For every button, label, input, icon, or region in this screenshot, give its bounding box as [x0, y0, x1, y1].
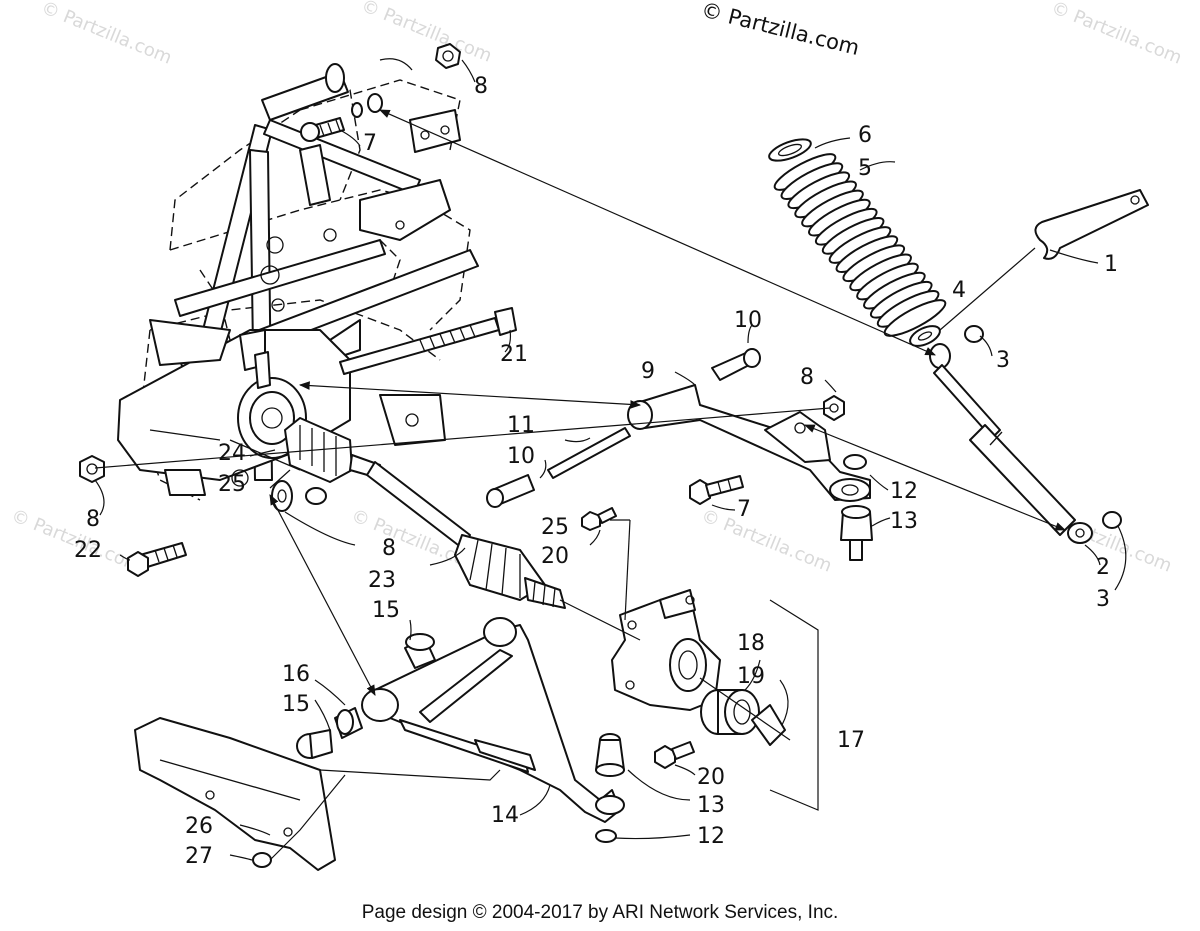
callout-25: 25 [218, 472, 246, 497]
bushing-10-lower [486, 474, 535, 508]
callout-8: 8 [474, 74, 488, 99]
callout-16: 16 [282, 662, 310, 687]
callout-23: 23 [368, 568, 396, 593]
nut-8-top [435, 43, 461, 69]
callout-2: 2 [1096, 555, 1110, 580]
bushing-15-upper [404, 633, 436, 669]
shock-absorber [929, 343, 1093, 544]
bolt-7-right [689, 475, 744, 505]
callout-22: 22 [74, 538, 102, 563]
callout-27: 27 [185, 844, 213, 869]
bolt-7-top [300, 58, 413, 142]
snap-ring-12-upper [843, 454, 867, 470]
callout-14: 14 [491, 803, 519, 828]
callout-3: 3 [1096, 587, 1110, 612]
nut-8-axle [305, 487, 327, 505]
callout-7: 7 [737, 497, 751, 522]
steering-knuckle [611, 589, 721, 711]
axle-23 [284, 417, 566, 609]
watermark: © Partzilla.com [358, 0, 495, 67]
callout-7: 7 [363, 131, 377, 156]
callout-12: 12 [890, 479, 918, 504]
bushing-16 [334, 707, 363, 739]
spanner-wrench-1 [1034, 189, 1149, 260]
callout-15: 15 [372, 598, 400, 623]
lower-a-arm-14 [361, 617, 625, 823]
washer-25-left [271, 480, 293, 512]
callout-13: 13 [890, 509, 918, 534]
watermark: © Partzilla.com [1048, 0, 1185, 69]
page-footer: Page design © 2004-2017 by ARI Network S… [362, 902, 839, 923]
callout-8: 8 [382, 536, 396, 561]
callout-12: 12 [697, 824, 725, 849]
bushing-10-upper [711, 348, 761, 381]
callout-25: 25 [541, 515, 569, 540]
skid-plate-26 [134, 717, 336, 871]
callout-20: 20 [697, 765, 725, 790]
callout-11: 11 [507, 413, 535, 438]
callout-labels: 1 2 3 3 4 5 6 7 7 8 8 8 8 9 10 10 11 12 … [74, 74, 1118, 869]
callout-1: 1 [1104, 252, 1118, 277]
bolt-22 [127, 542, 187, 577]
callout-26: 26 [185, 814, 213, 839]
callout-6: 6 [858, 123, 872, 148]
callout-9: 9 [641, 359, 655, 384]
bushing-3-upper [964, 325, 984, 343]
callout-15: 15 [282, 692, 310, 717]
callout-19: 19 [737, 664, 765, 689]
callout-21: 21 [500, 342, 528, 367]
callout-18: 18 [737, 631, 765, 656]
ball-joint-13-upper [840, 505, 873, 561]
callout-20: 20 [541, 544, 569, 569]
bolt-21 [339, 307, 517, 375]
ball-joint-13-lower [595, 733, 625, 777]
bushing-3-lower [1102, 511, 1122, 529]
callout-17: 17 [837, 728, 865, 753]
callout-8: 8 [86, 507, 100, 532]
callout-3: 3 [996, 348, 1010, 373]
bolt-20-lower [654, 741, 695, 769]
snap-ring-12-lower [595, 829, 617, 843]
callout-5: 5 [858, 156, 872, 181]
pivot-shaft-11 [547, 427, 631, 479]
rivet-27 [252, 852, 272, 868]
nut-8-left [79, 455, 105, 483]
bushing-15-lower [296, 729, 333, 759]
watermark: © Partzilla.com [38, 0, 175, 69]
callout-10: 10 [734, 308, 762, 333]
callout-8: 8 [800, 365, 814, 390]
callout-24: 24 [218, 441, 246, 466]
bolt-20-upper [581, 507, 617, 531]
callout-4: 4 [952, 278, 966, 303]
callout-13: 13 [697, 793, 725, 818]
partzilla-copyright: © Partzilla.com [699, 0, 862, 60]
watermark: © Partzilla.com [698, 505, 835, 577]
leader-lines [94, 59, 1127, 861]
callout-10: 10 [507, 444, 535, 469]
